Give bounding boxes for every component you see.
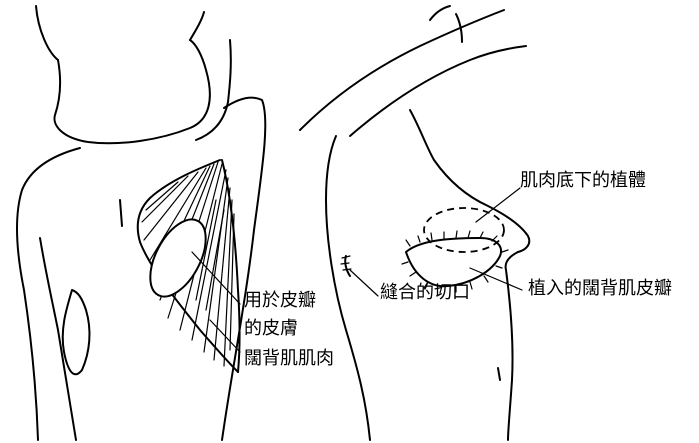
raised-arm-bottom <box>349 45 527 137</box>
implant-dashed <box>423 207 505 253</box>
leader-flap-skin <box>191 251 241 305</box>
back-view-figure <box>15 5 267 441</box>
navel-mark <box>497 367 501 381</box>
left-arm-outline <box>53 39 211 145</box>
incision-stitches <box>340 255 352 271</box>
front-lower-outline <box>504 251 519 441</box>
leader-incision <box>349 269 379 297</box>
implanted-flap-patch <box>405 237 502 288</box>
left-forearm <box>35 5 59 61</box>
back-incision <box>344 255 351 277</box>
raised-arm-top <box>299 9 505 131</box>
leader-muscle <box>209 319 241 353</box>
left-side-outline <box>221 96 267 441</box>
side-view-figure <box>299 5 531 441</box>
flap-suture-stitches <box>401 230 509 294</box>
skin-flap-ellipse <box>149 218 207 298</box>
leader-implant <box>475 187 521 223</box>
label-flap-skin-line1: 用於皮瓣 <box>244 290 316 311</box>
label-implanted-flap: 植入的闊背肌皮瓣 <box>528 278 672 299</box>
hand-top <box>429 5 451 21</box>
left-elbow-shape <box>61 289 91 376</box>
torso-back-outline <box>325 135 371 441</box>
left-arm-hang-outer <box>39 237 77 441</box>
left-armpit-curve <box>195 39 232 141</box>
label-latissimus-muscle: 闊背肌肌肉 <box>244 348 334 369</box>
label-implant-under-muscle: 肌肉底下的植體 <box>520 170 646 191</box>
muscle-outline-left <box>136 159 239 373</box>
leader-flap-implanted <box>469 267 523 291</box>
left-arm-top <box>189 11 205 41</box>
left-back-outline <box>15 147 81 441</box>
label-flap-skin-line2: 的皮膚 <box>244 318 298 339</box>
spine-mark <box>119 199 123 227</box>
breast-upper-outline <box>409 109 531 253</box>
label-suture-incision: 縫合的切口 <box>380 282 470 303</box>
hand-finger <box>455 13 463 43</box>
